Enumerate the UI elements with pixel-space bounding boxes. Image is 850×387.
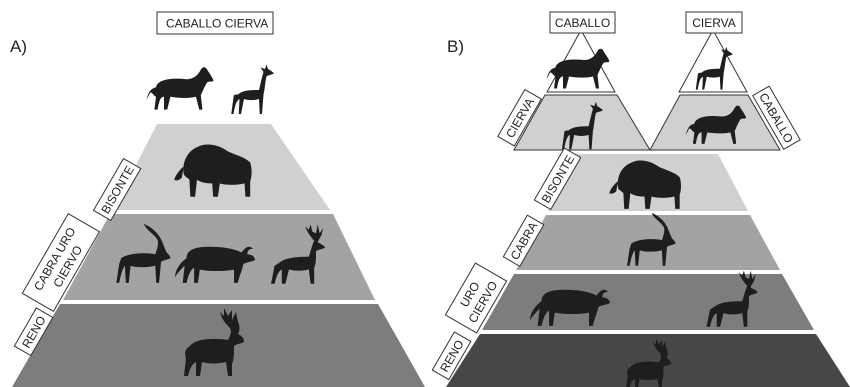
- panel-b-tier-reindeer: [446, 334, 850, 387]
- panel-b-label-reno: RENO: [431, 331, 472, 381]
- panel-a-top-label: CABALLO CIERVA: [166, 17, 268, 31]
- panel-b-top-right-label: CIERVA: [692, 16, 736, 30]
- panel-b-label-uro-ciervo: URO CIERVO: [444, 262, 508, 334]
- panel-a-top-box: [156, 11, 274, 35]
- panel-a-tier-top: [166, 30, 262, 120]
- panel-a-letter: A): [10, 37, 27, 56]
- panel-b-top-right: [678, 28, 748, 93]
- panel-b-letter: B): [447, 37, 464, 56]
- panel-b-top-right-box: [685, 11, 743, 34]
- panel-b-top-left-label: CABALLO: [555, 16, 610, 30]
- panel-b-tier-aurochs-stag: [482, 274, 814, 330]
- panel-b-top-left-box: [549, 11, 616, 34]
